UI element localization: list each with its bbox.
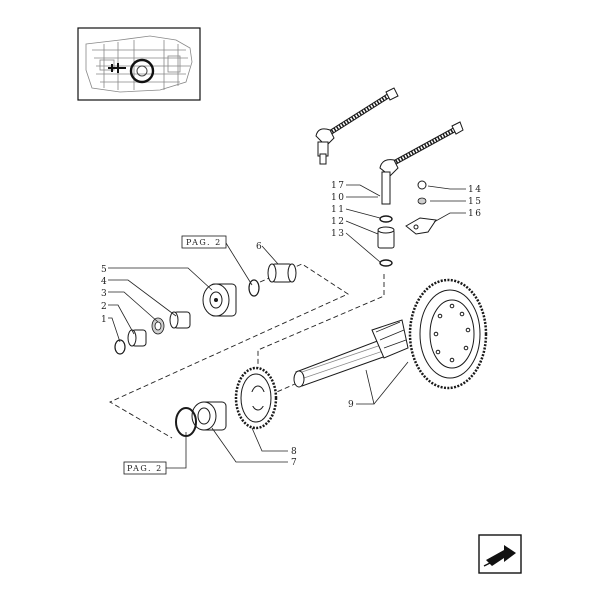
gear-5 <box>202 283 237 317</box>
callout-16: 16 <box>468 209 482 219</box>
callout-7: 7 <box>291 458 298 468</box>
callout-17: 17 <box>331 181 345 191</box>
page-ref-lower[interactable]: PAG. 2 <box>123 461 187 475</box>
bearing-7 <box>175 401 227 437</box>
callout-6: 6 <box>256 242 263 252</box>
speed-sensor-cable <box>315 87 399 165</box>
bolt-washer-bracket <box>405 180 437 235</box>
callout-5: 5 <box>101 265 108 275</box>
callout-12: 12 <box>331 217 345 227</box>
callout-8: 8 <box>291 447 298 457</box>
callout-11: 11 <box>331 205 345 215</box>
callout-10: 10 <box>331 193 345 203</box>
dashed-assembly-lines <box>109 263 385 439</box>
callout-labels: 5 4 3 2 1 6 8 7 9 17 10 11 12 13 14 15 1… <box>101 181 482 468</box>
page-ref-upper-label: PAG. 2 <box>186 238 222 247</box>
callout-15: 15 <box>468 197 482 207</box>
callout-9: 9 <box>348 400 355 410</box>
spur-gear-8 <box>234 366 278 430</box>
next-page-arrow-icon[interactable] <box>478 534 522 574</box>
callout-14: 14 <box>468 185 482 195</box>
bevel-gear-set-9 <box>293 278 488 390</box>
callout-2: 2 <box>101 302 108 312</box>
callout-3: 3 <box>101 289 108 299</box>
sensor-cable-right <box>377 121 464 267</box>
callout-4: 4 <box>101 277 108 287</box>
page-ref-lower-label: PAG. 2 <box>127 464 163 473</box>
leader-lines <box>108 184 466 464</box>
locator-thumbnail[interactable] <box>77 27 201 101</box>
page-ref-upper[interactable]: PAG. 2 <box>181 235 227 249</box>
callout-13: 13 <box>331 229 345 239</box>
callout-1: 1 <box>101 315 108 325</box>
bearing-set-1-4 <box>114 311 191 355</box>
bearing-6 <box>248 263 297 297</box>
